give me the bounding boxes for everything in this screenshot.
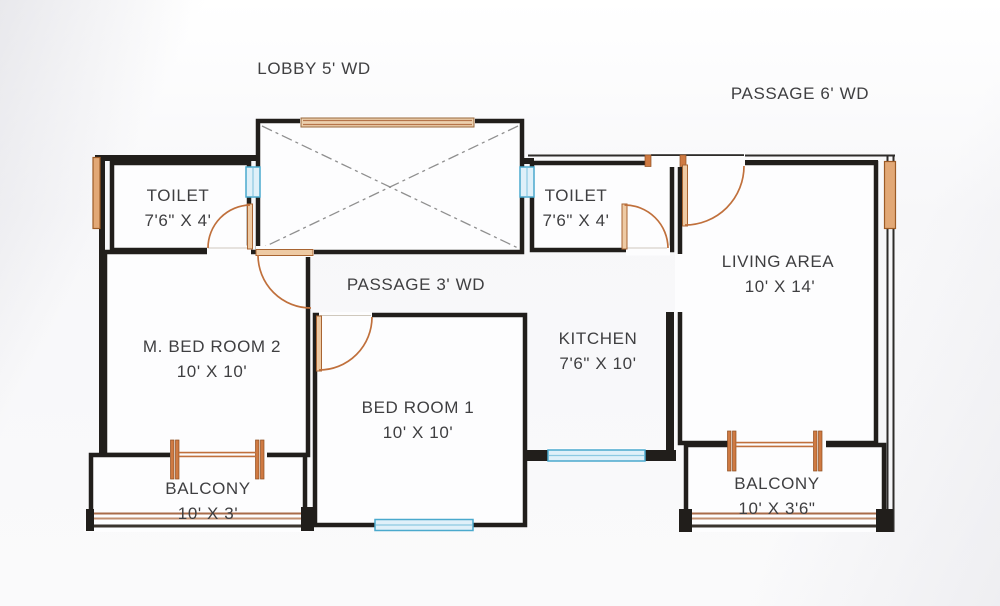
label-passage-inner: PASSAGE 3' WD [347, 275, 485, 294]
window-shaft-right [519, 166, 535, 198]
label-master-bedroom-size: 10' X 10' [177, 362, 248, 381]
label-living-name: LIVING AREA [722, 252, 834, 271]
shaft-louver [300, 117, 475, 128]
wall-kitchen-right [666, 312, 674, 460]
wall-right-passage-line-2 [892, 155, 895, 532]
shaft-cross-marker [261, 125, 519, 249]
windows [245, 166, 646, 532]
wall-right-passage-line-1 [886, 155, 889, 532]
door-toilet-mid [621, 203, 669, 250]
wall-left-outer [99, 155, 105, 457]
wall-north-connector [519, 158, 534, 164]
label-master-bedroom-name: M. BED ROOM 2 [143, 337, 281, 356]
rooms [88, 118, 887, 528]
window-kitchen [547, 449, 646, 462]
room-toilet-left [109, 160, 252, 253]
label-passage-upper: PASSAGE 6' WD [731, 84, 869, 103]
door-bedroom1 [316, 315, 373, 372]
room-toilet-mid [529, 160, 675, 253]
label-balcony-right-name: BALCONY [734, 474, 819, 493]
door-master-bedroom [255, 249, 314, 309]
railing-balcony-left [86, 507, 314, 531]
label-toilet-left-size: 7'6" X 4' [144, 211, 211, 230]
window-bedroom1 [374, 518, 474, 532]
label-kitchen-name: KITCHEN [559, 329, 638, 348]
main-entry-door [883, 160, 897, 230]
label-kitchen-size: 7'6" X 10' [559, 354, 636, 373]
label-balcony-left-size: 10' X 3' [178, 504, 238, 523]
window-shaft-left [245, 166, 261, 198]
left-wall-duct-band [92, 156, 101, 230]
label-balcony-left-name: BALCONY [165, 479, 250, 498]
room-balcony-right [683, 442, 887, 528]
label-lobby: LOBBY 5' WD [257, 59, 370, 78]
doors [92, 154, 897, 372]
label-bedroom1-size: 10' X 10' [383, 423, 454, 442]
label-balcony-right-size: 10' X 3'6" [738, 499, 815, 518]
room-master-bedroom [102, 249, 311, 458]
railing-balcony-right [679, 509, 893, 532]
room-living-area [677, 160, 879, 446]
balcony-railings [86, 507, 893, 532]
labels: LOBBY 5' WD PASSAGE 6' WD PASSAGE 3' WD … [143, 59, 869, 523]
sliding-door-balcony-right [727, 430, 823, 472]
sliding-doors [170, 430, 823, 480]
label-bedroom1-name: BED ROOM 1 [362, 398, 475, 417]
room-bedroom1 [312, 312, 528, 528]
label-toilet-mid-size: 7'6" X 4' [542, 211, 609, 230]
wall-top-left [95, 155, 260, 161]
label-toilet-mid-name: TOILET [545, 186, 608, 205]
door-living-entry [644, 154, 745, 227]
label-toilet-left-name: TOILET [147, 186, 210, 205]
door-toilet-left [207, 203, 253, 250]
label-living-size: 10' X 14' [745, 277, 816, 296]
sliding-door-balcony-left [170, 439, 265, 480]
